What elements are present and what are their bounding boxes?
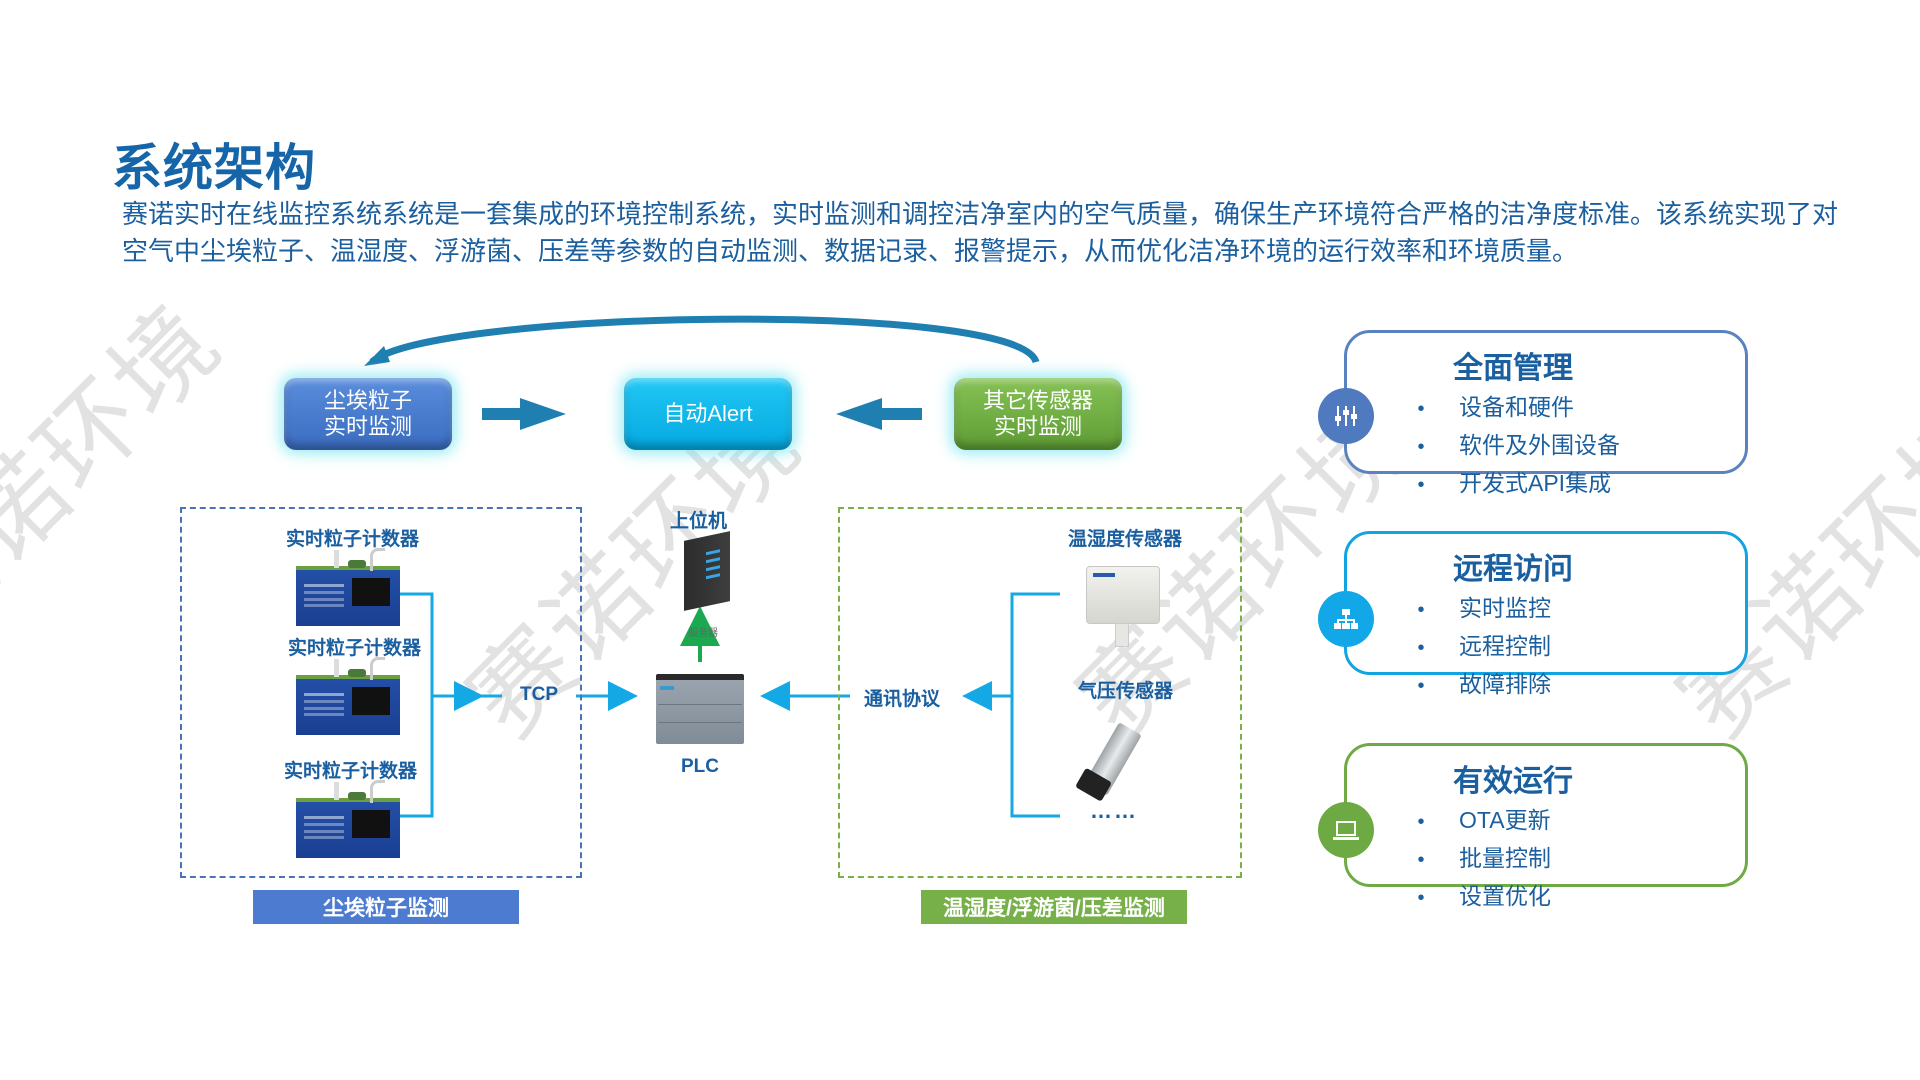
list-item: •批量控制 xyxy=(1417,845,1551,871)
list-item: •开发式API集成 xyxy=(1417,470,1612,496)
server-caption: 服务器 xyxy=(688,628,718,639)
page-title: 系统架构 xyxy=(112,140,316,196)
sensor-group-frame xyxy=(838,507,1242,878)
arrow-other-to-alert xyxy=(880,408,922,420)
arrow-dust-to-alert xyxy=(482,408,522,420)
panel-management: 全面管理 •设备和硬件 •软件及外围设备 •开发式API集成 xyxy=(1344,330,1748,496)
particle-counter-device xyxy=(296,657,400,735)
dust-box-line1: 尘埃粒子 xyxy=(323,388,412,413)
humidity-sensor-icon xyxy=(1086,566,1160,647)
particle-counter-device xyxy=(296,548,400,626)
device-label: 实时粒子计数器 xyxy=(284,761,418,782)
list-item: •OTA更新 xyxy=(1417,807,1551,833)
panel-effective-operation: 有效运行 •OTA更新 •批量控制 •设置优化 xyxy=(1344,743,1748,909)
sliders-icon xyxy=(1318,388,1374,444)
dust-monitor-box: 尘埃粒子实时监测 xyxy=(284,378,452,450)
other-box-line2: 实时监测 xyxy=(993,414,1082,439)
server-icon xyxy=(684,531,730,611)
list-item: •设置优化 xyxy=(1417,883,1551,909)
feedback-arc xyxy=(369,315,1040,365)
other-box-line1: 其它传感器 xyxy=(982,388,1093,413)
laptop-icon xyxy=(1318,802,1374,858)
sensor-label: 温湿度传感器 xyxy=(1068,529,1183,550)
alert-box-label: 自动Alert xyxy=(663,401,753,426)
list-item: •远程控制 xyxy=(1417,633,1551,659)
list-item: •故障排除 xyxy=(1417,671,1551,697)
panel-title: 远程访问 xyxy=(1453,553,1573,586)
network-icon xyxy=(1318,591,1374,647)
page-description: 赛诺实时在线监控系统系统是一套集成的环境控制系统，实时监测和调控洁净室内的空气质… xyxy=(122,199,1839,266)
arrow-dust-to-alert-head xyxy=(520,398,566,430)
feedback-arc-head xyxy=(364,346,390,366)
dust-group-banner: 尘埃粒子监测 xyxy=(253,890,519,924)
tcp-label: TCP xyxy=(520,684,558,705)
panel-list: •OTA更新 •批量控制 •设置优化 xyxy=(1407,802,1551,916)
other-sensors-box: 其它传感器实时监测 xyxy=(954,378,1122,450)
list-item: •软件及外围设备 xyxy=(1417,432,1620,458)
plc-label: PLC xyxy=(681,756,719,777)
panel-list: •实时监控 •远程控制 •故障排除 xyxy=(1407,590,1551,704)
sensor-link-1 xyxy=(1010,592,1060,818)
arrow-other-to-alert-head xyxy=(836,398,882,430)
more-sensors: …… xyxy=(1090,798,1138,823)
panel-list: •设备和硬件 •软件及外围设备 •开发式API集成 xyxy=(1407,389,1620,503)
device-label: 实时粒子计数器 xyxy=(286,529,420,550)
panel-title: 有效运行 xyxy=(1453,765,1573,798)
list-item: •实时监控 xyxy=(1417,595,1551,621)
protocol-label: 通讯协议 xyxy=(864,689,941,710)
host-label: 上位机 xyxy=(670,511,728,532)
plc-icon xyxy=(656,674,744,744)
sensor-label: 气压传感器 xyxy=(1078,681,1174,702)
panel-title: 全面管理 xyxy=(1453,352,1573,385)
panel-remote-access: 远程访问 •实时监控 •远程控制 •故障排除 xyxy=(1344,531,1748,697)
device-link-3 xyxy=(398,696,434,818)
dust-box-line2: 实时监测 xyxy=(323,414,412,439)
device-link-1 xyxy=(398,592,434,696)
list-item: •设备和硬件 xyxy=(1417,394,1574,420)
particle-counter-device xyxy=(296,780,400,858)
device-label: 实时粒子计数器 xyxy=(288,638,422,659)
dust-group-frame xyxy=(180,507,582,878)
sensor-group-banner: 温湿度/浮游菌/压差监测 xyxy=(921,890,1187,924)
auto-alert-box: 自动Alert xyxy=(624,378,792,450)
